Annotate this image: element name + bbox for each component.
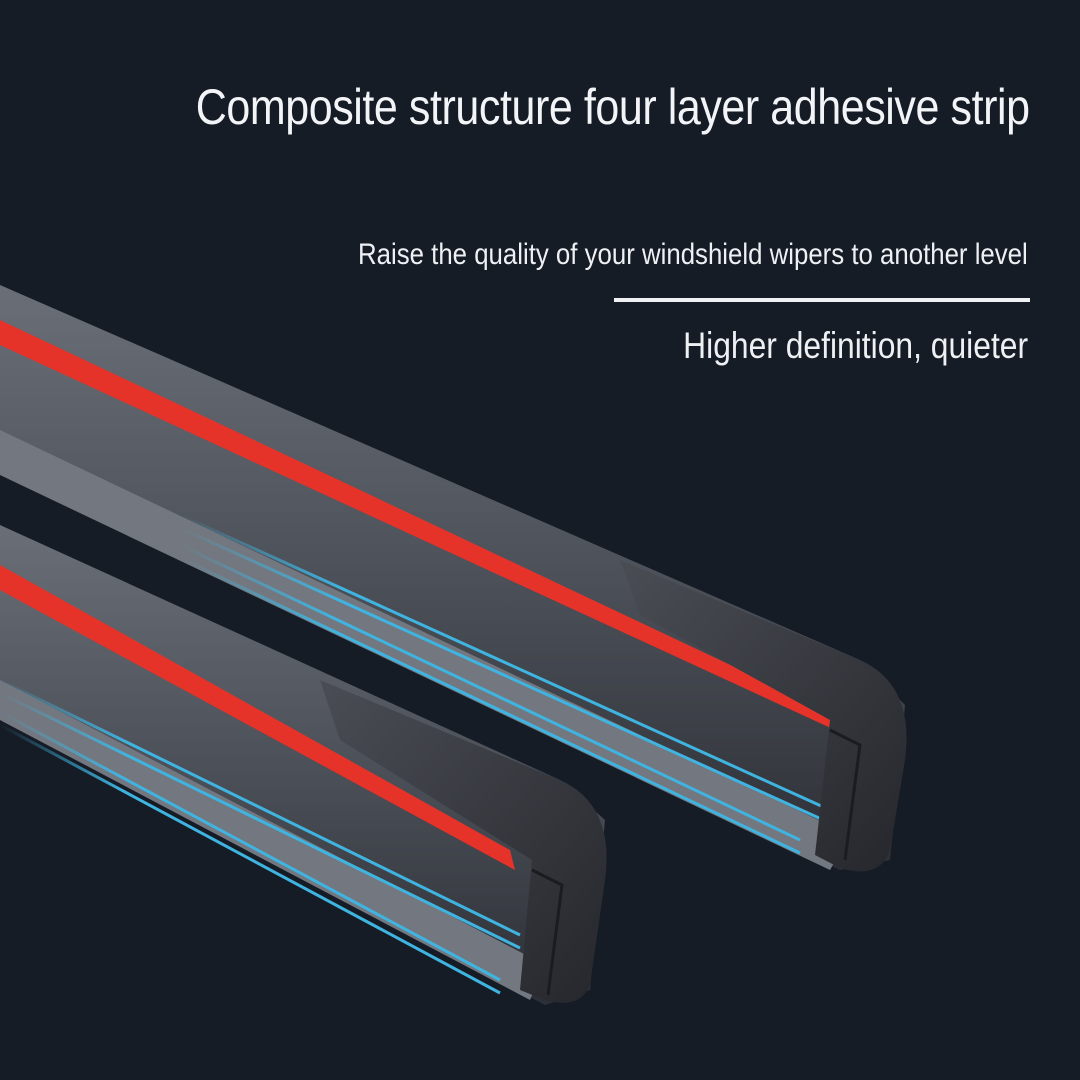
divider (614, 298, 1030, 302)
wiper-blade-upper (0, 285, 907, 872)
tagline: Higher definition, quieter (683, 325, 1028, 366)
wiper-blade-lower (0, 525, 607, 1005)
headline: Composite structure four layer adhesive … (196, 79, 1030, 135)
subline: Raise the quality of your windshield wip… (358, 238, 1028, 271)
